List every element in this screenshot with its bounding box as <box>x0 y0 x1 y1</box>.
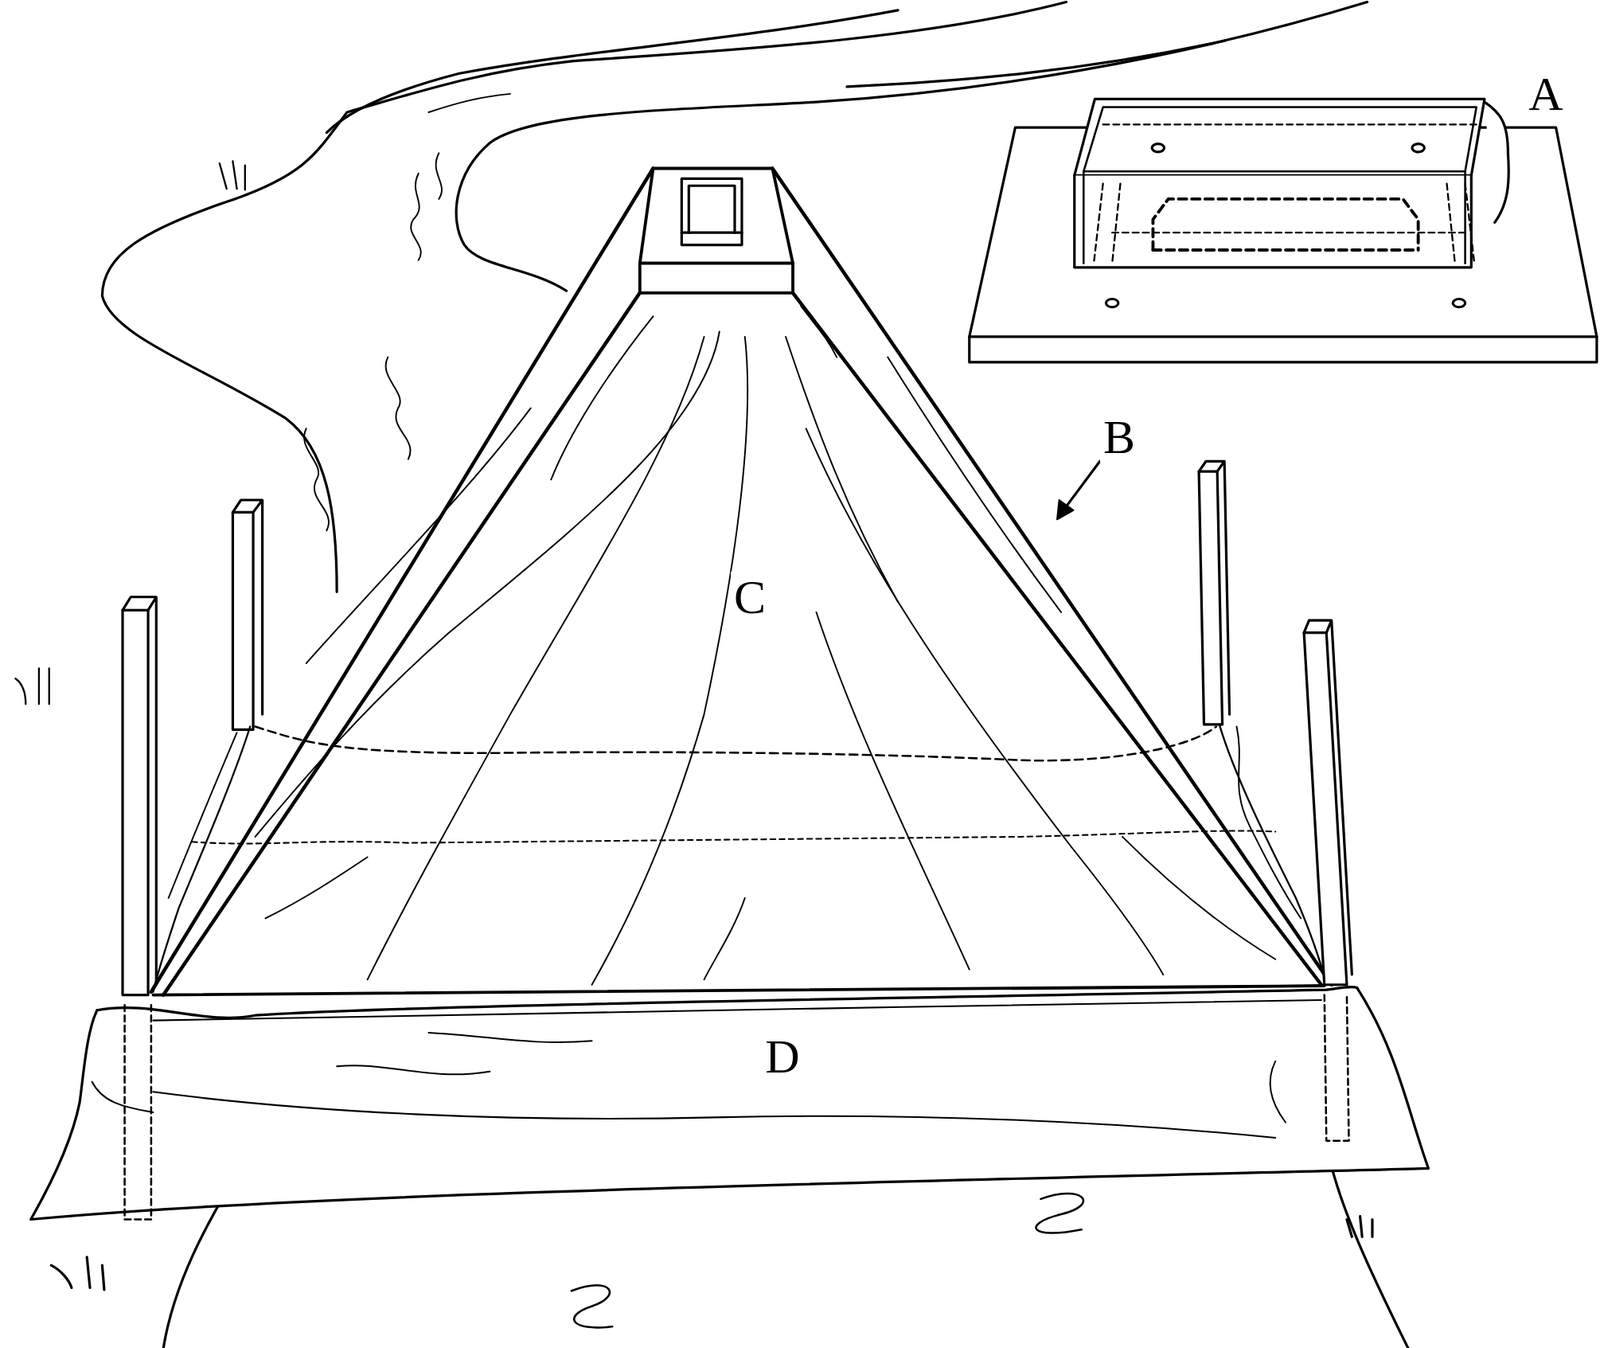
part-letter: B <box>1100 411 1139 463</box>
part-letter: C <box>730 571 769 623</box>
part-letter: D <box>761 1030 803 1082</box>
part-letter: A <box>1525 68 1566 120</box>
